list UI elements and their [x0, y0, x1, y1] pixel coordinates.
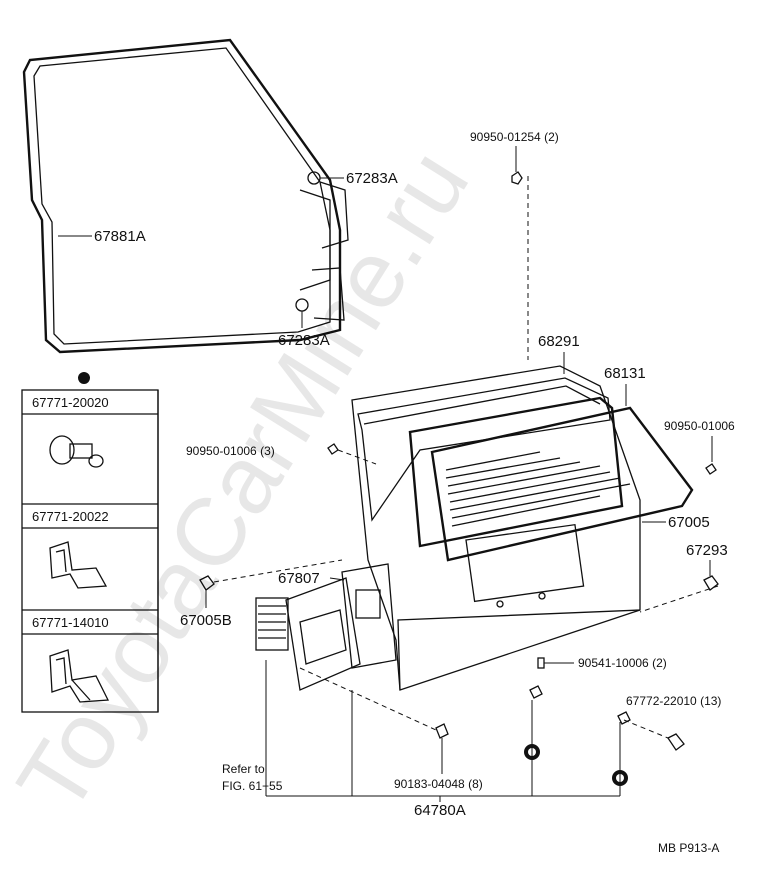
- label-bolt-left: 90950-01006 (3): [186, 444, 275, 458]
- glass-frame: [408, 396, 624, 548]
- label-bolt-top: 90950-01254 (2): [470, 130, 559, 144]
- diagram-code: MB P913-A: [658, 841, 719, 855]
- nut-icon: [435, 723, 449, 739]
- fastener-legend: [21, 372, 159, 713]
- label-clip-count: 67772-22010 (13): [626, 694, 721, 708]
- bolt-icon-right: [705, 463, 717, 475]
- label-assembly: 64780A: [414, 802, 466, 819]
- dash-nut: [299, 667, 437, 731]
- label-67005: 67005: [668, 514, 710, 531]
- assembly-bracket: [265, 660, 621, 802]
- label-67283a-top: 67283A: [346, 170, 398, 187]
- label-67807: 67807: [278, 570, 320, 587]
- back-glass: [430, 406, 694, 562]
- bolt-icon-top: [511, 171, 523, 185]
- screw-icon: [537, 657, 545, 669]
- bracket-clip-icon-2: [49, 649, 110, 703]
- label-67293: 67293: [686, 542, 728, 559]
- push-clip-icon: [49, 435, 104, 468]
- bracket-clip-icon-1: [49, 541, 108, 589]
- label-nut: 90183-04048 (8): [394, 777, 483, 791]
- clip-icon-right: [667, 733, 685, 751]
- door-weatherstrip: [22, 38, 349, 354]
- label-screw: 90541-10006 (2): [578, 656, 667, 670]
- dash-bumper: [213, 559, 343, 583]
- legend-part-1: 67771-20020: [32, 395, 109, 410]
- trim-board: [341, 563, 397, 669]
- dash-clip-right: [623, 719, 669, 739]
- vent-grille: [255, 597, 289, 651]
- glass-run-frame: [357, 377, 611, 522]
- label-bolt-right: 90950-01006: [664, 419, 735, 433]
- legend-part-2: 67771-20022: [32, 509, 109, 524]
- back-door-panel: [351, 365, 641, 691]
- label-68291: 68291: [538, 333, 580, 350]
- label-68131: 68131: [604, 365, 646, 382]
- dash-67293: [639, 585, 719, 613]
- watermark: ToyotaCarMine.ru: [0, 132, 489, 831]
- clip-icon-mid-1: [529, 685, 543, 699]
- label-67881a: 67881A: [94, 228, 146, 245]
- interior-trim-panel: [285, 577, 361, 691]
- stopper-icon: [703, 575, 719, 591]
- label-67005b: 67005B: [180, 612, 232, 629]
- clip-icon-mid-2: [617, 711, 631, 725]
- refer-line-1: Refer to: [222, 762, 265, 776]
- bumper-icon: [199, 575, 215, 591]
- legend-part-3: 67771-14010: [32, 615, 109, 630]
- refer-line-2: FIG. 61−55: [222, 779, 283, 793]
- label-67283a-bottom: 67283A: [278, 332, 330, 349]
- dash-bolt-left: [337, 449, 377, 465]
- bolt-icon-left: [327, 443, 339, 455]
